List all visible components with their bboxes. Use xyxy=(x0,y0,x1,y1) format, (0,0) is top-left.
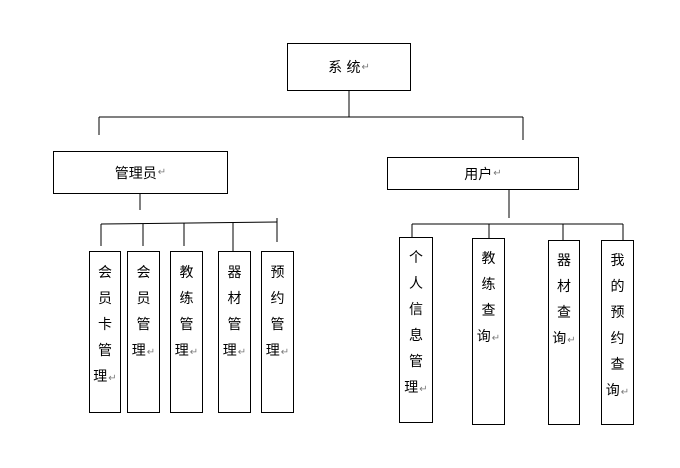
return-mark-icon: ↵ xyxy=(157,167,167,178)
vertical-label: 教练查询↵ xyxy=(476,251,501,345)
return-mark-icon: ↵ xyxy=(491,333,501,344)
coach-query-box: 教练查询↵ xyxy=(472,238,505,425)
root-system-box: 系 统↵ xyxy=(287,43,411,91)
personal-info-management-box: 个人信息管理↵ xyxy=(399,237,433,423)
return-mark-icon: ↵ xyxy=(493,168,502,179)
vertical-label: 器材查询↵ xyxy=(552,253,576,347)
vertical-label: 个人信息管理↵ xyxy=(404,250,428,396)
return-mark-icon: ↵ xyxy=(108,373,117,384)
vertical-label: 会员管理↵ xyxy=(131,265,156,359)
admin-box: 管理员↵ xyxy=(53,151,228,194)
return-mark-icon: ↵ xyxy=(237,347,247,358)
return-mark-icon: ↵ xyxy=(419,384,428,395)
equipment-management-box: 器材管理↵ xyxy=(218,251,251,413)
return-mark-icon: ↵ xyxy=(620,387,630,398)
return-mark-icon: ↵ xyxy=(361,61,370,73)
member-card-management-box: 会员卡管理↵ xyxy=(89,251,121,413)
root-label: 系 统 xyxy=(328,60,361,76)
equipment-query-box: 器材查询↵ xyxy=(548,240,580,425)
vertical-label: 我的预约查询↵ xyxy=(605,253,630,399)
my-reservation-query-box: 我的预约查询↵ xyxy=(601,240,634,425)
return-mark-icon: ↵ xyxy=(280,347,290,358)
vertical-label: 预约管理↵ xyxy=(265,265,290,359)
reservation-management-box: 预约管理↵ xyxy=(261,251,294,413)
return-mark-icon: ↵ xyxy=(146,347,156,358)
return-mark-icon: ↵ xyxy=(567,335,576,346)
user-box: 用户↵ xyxy=(387,157,579,190)
user-label: 用户 xyxy=(464,166,493,183)
admin-label: 管理员 xyxy=(114,165,157,182)
return-mark-icon: ↵ xyxy=(189,347,199,358)
coach-management-box: 教练管理↵ xyxy=(170,251,203,413)
vertical-label: 器材管理↵ xyxy=(222,265,247,359)
vertical-label: 教练管理↵ xyxy=(174,265,199,359)
vertical-label: 会员卡管理↵ xyxy=(93,265,117,385)
member-management-box: 会员管理↵ xyxy=(127,251,160,413)
